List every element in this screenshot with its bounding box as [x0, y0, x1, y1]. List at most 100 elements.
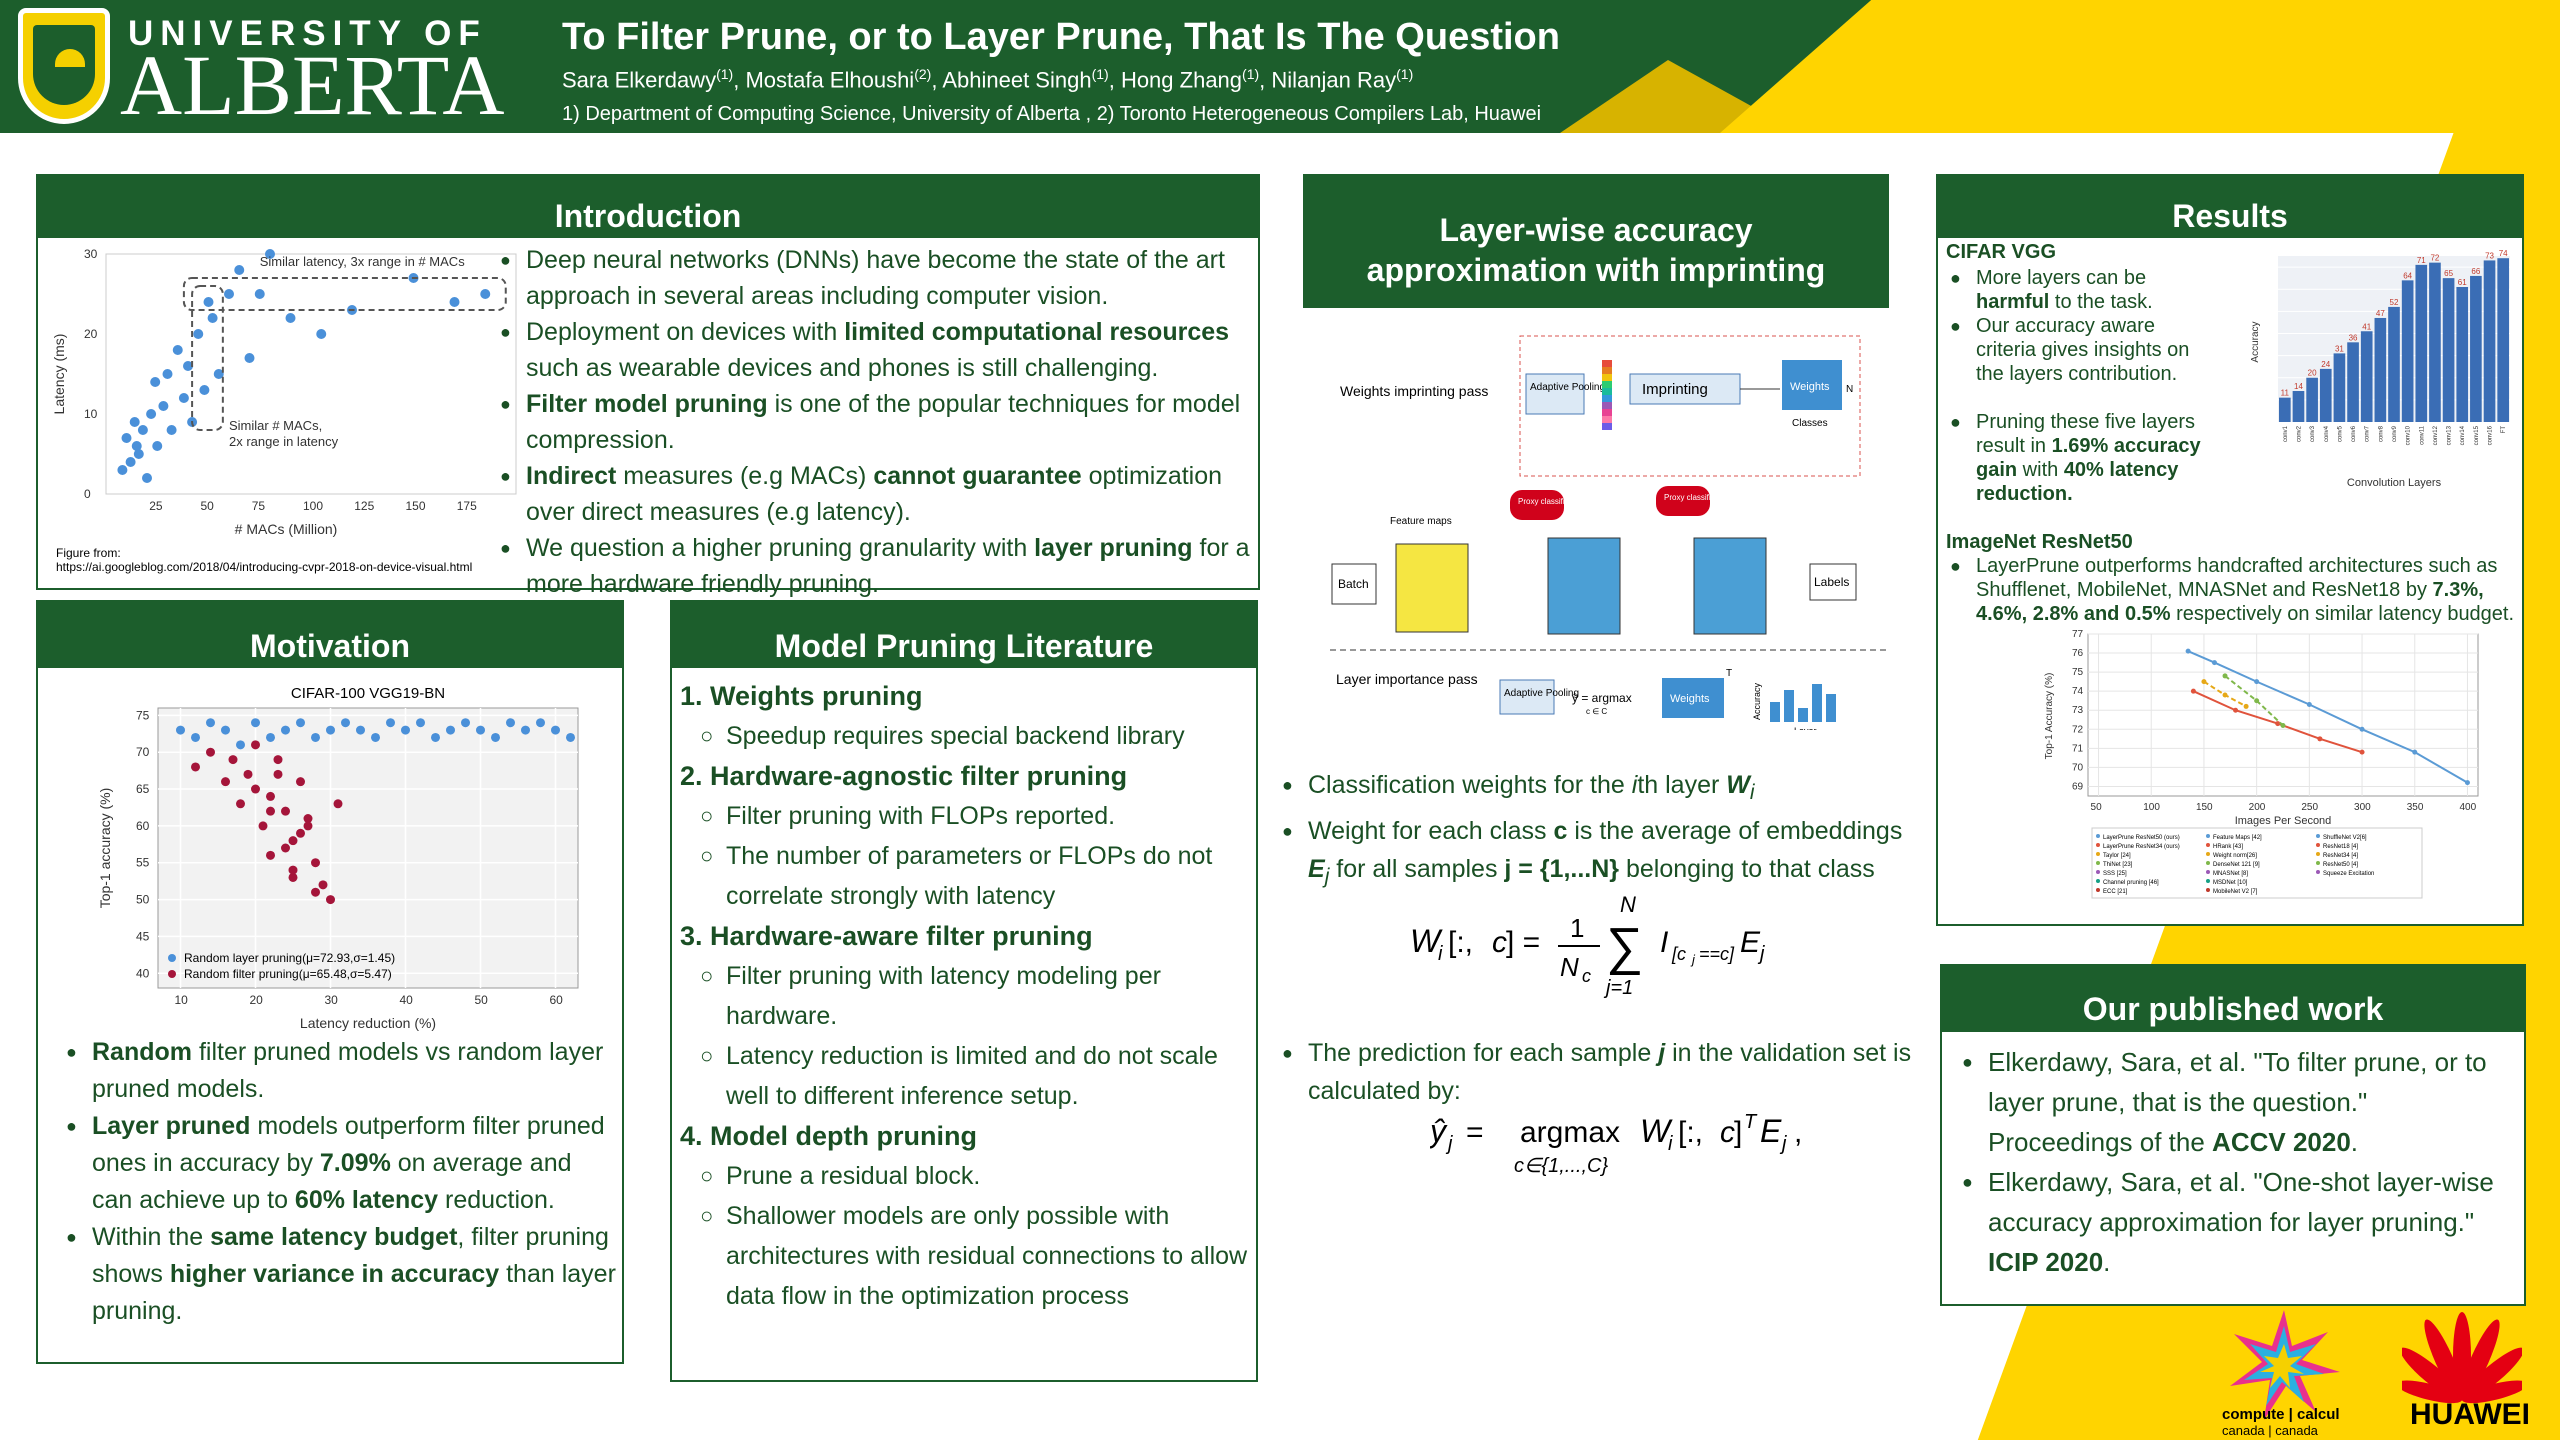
bar-category-label: conv11 [2419, 425, 2425, 445]
legend-marker [2206, 843, 2210, 847]
svg-text:==c]: ==c] [1699, 944, 1735, 964]
bar-value-label: 74 [2499, 249, 2508, 258]
line-point [2275, 721, 2281, 727]
scatter-point [296, 777, 305, 787]
scatter-point [178, 393, 189, 403]
bar-category-label: conv9 [2392, 425, 2398, 442]
svg-text:[c: [c [1671, 944, 1686, 964]
legend-marker [2206, 879, 2210, 883]
diagram-label: T [1726, 668, 1732, 679]
x-tick-label: 350 [2407, 802, 2424, 813]
scatter-point [431, 732, 440, 742]
scatter-point [273, 755, 283, 765]
x-tick-label: 50 [201, 499, 215, 513]
cifar-bullet: More layers can be harmful to the task. [1950, 266, 2220, 314]
y-tick-label: 10 [84, 407, 98, 421]
bar-category-label: conv15 [2474, 425, 2480, 445]
y-tick-label: 74 [2072, 686, 2084, 697]
legend-marker [2096, 843, 2100, 847]
scatter-point [296, 718, 305, 728]
adaptive-pooling-box [1499, 679, 1555, 715]
svg-text:j: j [1757, 943, 1765, 965]
proxy-classifier-box [1510, 490, 1564, 520]
svg-text:T: T [1744, 1111, 1758, 1133]
y-tick-label: 76 [2072, 648, 2084, 659]
literature-item: Prune a residual block. [700, 1156, 1250, 1196]
bar [2401, 280, 2414, 422]
svg-text:I: I [1660, 926, 1668, 959]
legend-label: MNASNet [8] [2213, 871, 2248, 877]
literature-section-title: 4. Model depth pruning [680, 1121, 977, 1151]
x-axis-label: # MACs (Million) [235, 521, 338, 537]
legend-label: ThiNet [23] [2103, 862, 2133, 868]
scatter-point [244, 353, 255, 363]
legend-marker [2316, 861, 2320, 865]
legend-marker [2096, 834, 2100, 838]
scatter-point [491, 732, 500, 742]
line-point [2201, 679, 2207, 685]
annotation-box [182, 277, 507, 311]
scatter-point [326, 895, 335, 905]
embedding-cell [1602, 395, 1612, 402]
legend-label: Random filter pruning(μ=65.48,σ=5.47) [184, 967, 392, 981]
accuracy-bar [1770, 702, 1780, 722]
line-point [2359, 726, 2365, 732]
scatter-point [521, 725, 530, 735]
scatter-point [193, 329, 204, 339]
scatter-point [221, 725, 230, 735]
legend-label: LayerPrune ResNet34 (ours) [2103, 844, 2180, 850]
scatter-point [416, 718, 425, 728]
bar [2306, 377, 2318, 422]
huawei-text: HUAWEI [2410, 1398, 2530, 1431]
scatter-point [251, 718, 260, 728]
scatter-point [288, 836, 298, 846]
bar-value-label: 14 [2294, 382, 2303, 391]
diagram-label: ŷ = argmax [1572, 691, 1632, 705]
x-tick-label: 175 [457, 499, 477, 513]
scatter-point [129, 417, 140, 427]
legend-label: LayerPrune ResNet50 (ours) [2103, 835, 2180, 841]
scatter-point [207, 313, 218, 323]
scatter-point [316, 329, 327, 339]
svg-text:j: j [1690, 952, 1696, 967]
bar-category-label: conv13 [2447, 425, 2453, 445]
line-point [2359, 749, 2365, 755]
y-tick-label: 77 [2072, 629, 2084, 640]
scatter-point [166, 425, 177, 435]
legend-label: Taylor [24] [2103, 853, 2131, 859]
scatter-point [146, 409, 157, 419]
legend-marker [2206, 834, 2210, 838]
embedding-cell [1602, 423, 1612, 430]
results-heading: Results [1938, 176, 2522, 238]
legend-label: ResNet18 [4] [2323, 844, 2358, 850]
bar-category-label: conv7 [2365, 425, 2371, 442]
layerwise-heading: Layer-wise accuracy approximation with i… [1303, 174, 1889, 308]
layerwise-heading-line2: approximation with imprinting [1366, 252, 1826, 288]
bar-value-label: 11 [2281, 389, 2290, 398]
bar-category-label: conv6 [2351, 425, 2357, 442]
y-axis-label: Top-1 Accuracy (%) [2044, 673, 2055, 760]
diagram-label: Layer [1794, 726, 1817, 730]
published-bullet: Elkerdawy, Sara, et al. "One-shot layer-… [1962, 1162, 2512, 1282]
published-panel: Our published work Elkerdawy, Sara, et a… [1940, 964, 2526, 1306]
intro-bullet: Filter model pruning is one of the popul… [500, 386, 1250, 458]
bar-value-label: 24 [2321, 360, 2330, 369]
x-tick-label: 10 [175, 993, 189, 1007]
scatter-point [303, 814, 313, 824]
scatter-point [318, 880, 328, 890]
bar-value-label: 52 [2390, 298, 2399, 307]
y-axis-label: Latency (ms) [51, 334, 67, 415]
scatter-point [206, 747, 215, 757]
bar [2360, 331, 2373, 422]
x-tick-label: 200 [2249, 802, 2266, 813]
legend-label: Squeeze Excitation [2323, 871, 2374, 877]
layer-block [1547, 537, 1621, 635]
bar-value-label: 64 [2403, 271, 2412, 280]
compute-canada-logo-icon [2230, 1310, 2340, 1420]
y-axis-label: Accuracy [2250, 321, 2261, 362]
intro-bullet: We question a higher pruning granularity… [500, 530, 1250, 602]
scatter-point [506, 718, 515, 728]
x-tick-label: 20 [250, 993, 264, 1007]
